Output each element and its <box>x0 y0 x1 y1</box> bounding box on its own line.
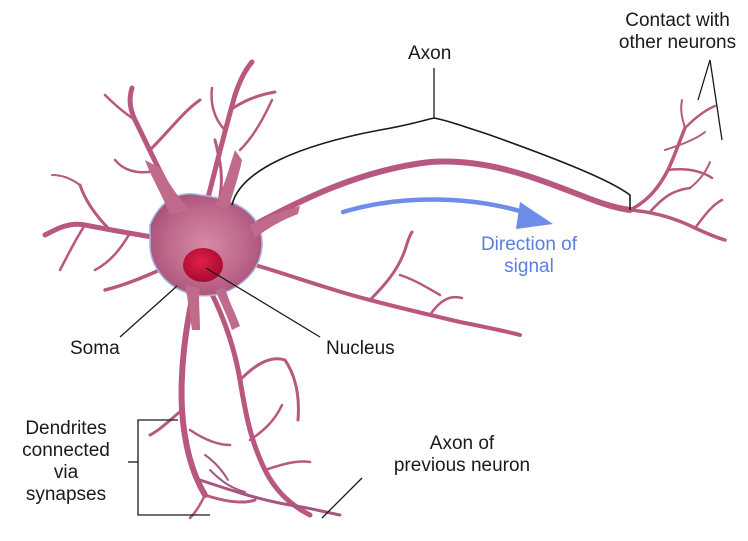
nucleus-shape <box>183 248 223 282</box>
soma-label: Soma <box>70 338 120 360</box>
contact-leader-lines <box>698 60 722 140</box>
contact-label-line1: Contact with <box>610 10 745 32</box>
direction-label: Direction of signal <box>470 234 588 278</box>
soma-label-line <box>120 286 177 337</box>
prev-axon-label: Axon of previous neuron <box>372 433 552 477</box>
dendrites-label: Dendrites connected via synapses <box>10 418 122 506</box>
signal-arrow <box>343 199 553 229</box>
previous-axon <box>200 455 340 515</box>
dendrites-label-line1: Dendrites <box>10 418 122 440</box>
prev-axon-label-line1: Axon of <box>372 433 552 455</box>
axon <box>245 162 630 230</box>
direction-label-line2: signal <box>470 256 588 278</box>
direction-label-line1: Direction of <box>470 234 588 256</box>
prev-axon-label-line <box>322 478 362 518</box>
axon-label: Axon <box>408 43 451 65</box>
contact-label-line2: other neurons <box>610 32 745 54</box>
dendrites-label-line4: synapses <box>10 484 122 506</box>
prev-axon-label-line2: previous neuron <box>372 455 552 477</box>
dendrites-label-line3: via <box>10 462 122 484</box>
contact-label: Contact with other neurons <box>610 10 745 54</box>
nucleus-label: Nucleus <box>326 338 395 360</box>
dendrites-label-line2: connected <box>10 440 122 462</box>
axon-terminals <box>630 100 725 240</box>
